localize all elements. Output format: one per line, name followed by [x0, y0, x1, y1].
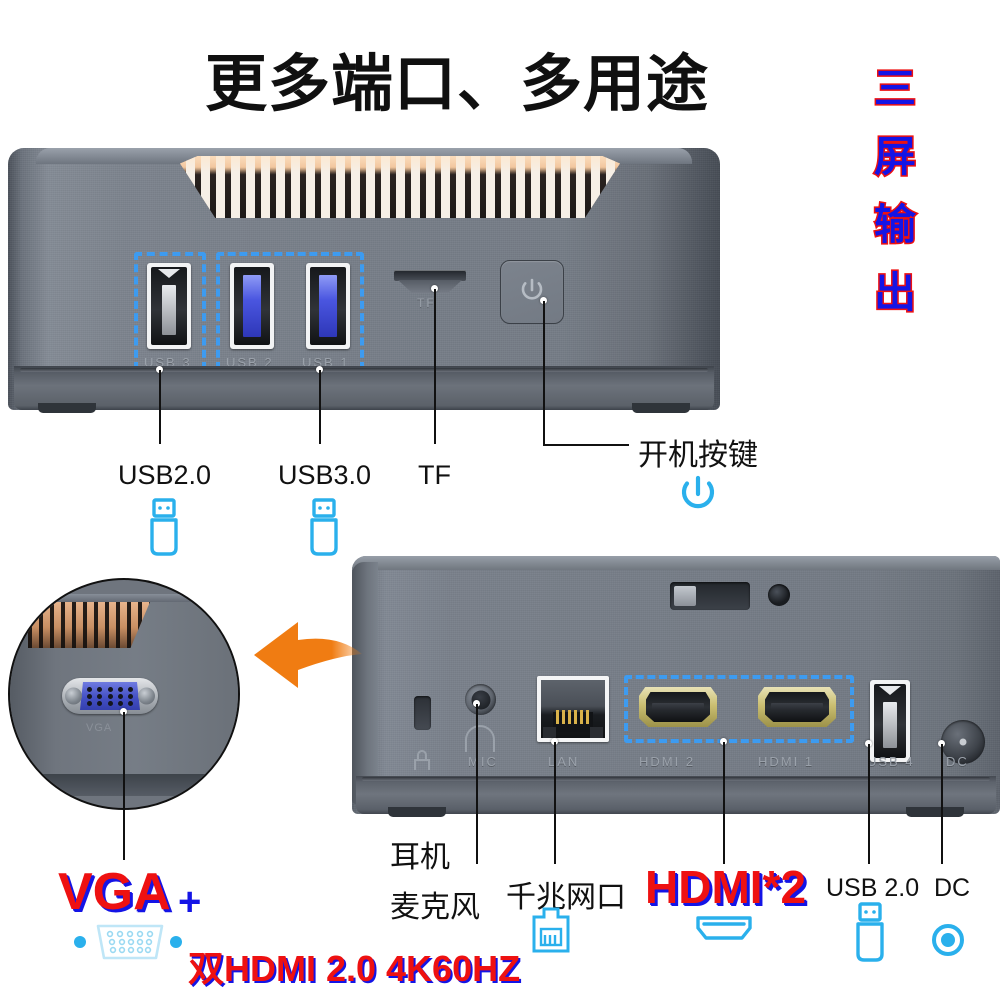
anchor-dot-lan — [551, 738, 558, 745]
callout-line-usb2 — [159, 370, 161, 444]
vertical-char-3: 输 — [872, 200, 917, 250]
power-button[interactable] — [500, 260, 564, 324]
front-foot-left — [38, 403, 96, 413]
anchor-dot-dc — [938, 740, 945, 747]
lock-icon — [408, 748, 436, 772]
vga-subtitle: 双HDMI 2.0 4K60HZ — [188, 948, 521, 989]
callout-line-power-v — [543, 301, 545, 445]
mode-switch[interactable] — [670, 582, 750, 610]
vga-title: VGA — [58, 863, 171, 921]
hdmi-port-2 — [639, 687, 717, 727]
rj45-icon — [528, 905, 574, 957]
front-base — [14, 366, 714, 410]
silk-hdmi-1: HDMI 1 — [758, 754, 815, 769]
callout-line-mic — [476, 704, 478, 864]
anchor-dot-usb2 — [156, 366, 163, 373]
callout-label-usb4: USB 2.0 — [826, 874, 920, 902]
page-title: 更多端口、多用途 — [205, 50, 710, 119]
anchor-dot-vga — [120, 708, 127, 715]
vertical-tagline: 三 屏 输 出 — [860, 55, 930, 327]
dc-power-jack — [941, 720, 985, 764]
callout-line-usb3 — [319, 370, 321, 444]
silk-vga: VGA — [86, 722, 113, 734]
vertical-char-1: 三 — [872, 63, 917, 113]
audio-jack — [465, 684, 496, 715]
silk-hdmi-2: HDMI 2 — [639, 754, 696, 769]
zoom-arrow-icon — [252, 612, 364, 698]
tf-card-slot — [394, 270, 466, 294]
highlight-box-hdmi — [624, 675, 854, 743]
vga-icon — [70, 918, 186, 966]
callout-label-hdmi: HDMI*2 — [645, 861, 807, 913]
reset-hole[interactable] — [768, 584, 790, 606]
lan-port — [537, 676, 609, 742]
silk-dc: DC — [946, 754, 969, 769]
anchor-dot-hdmi — [720, 738, 727, 745]
silk-tf: TF — [417, 296, 436, 310]
vent-grille — [180, 156, 620, 218]
usb-icon-usb2 — [143, 498, 185, 556]
highlight-box-usb3 — [216, 252, 364, 370]
callout-label-tf: TF — [418, 460, 451, 490]
silk-lan: LAN — [548, 754, 580, 769]
rear-foot-right — [906, 807, 964, 817]
callout-label-power: 开机按键 — [638, 439, 758, 472]
anchor-dot-tf — [431, 285, 438, 292]
rear-device-photo: MIC LAN HDMI 2 HDMI 1 USB 4 DC — [352, 556, 1000, 817]
callout-line-lan — [554, 742, 556, 864]
callout-label-headphone: 耳机 — [390, 841, 450, 874]
anchor-dot-mic — [473, 700, 480, 707]
hdmi-port-1 — [758, 687, 836, 727]
vga-port — [62, 678, 158, 714]
callout-label-dc: DC — [934, 874, 971, 902]
callout-label-lan: 千兆网口 — [506, 881, 626, 914]
anchor-dot-usb4 — [865, 740, 872, 747]
callout-line-hdmi — [723, 742, 725, 864]
rear-top-edge — [352, 556, 1000, 570]
rear-left-edge — [352, 562, 378, 804]
callout-line-tf — [434, 289, 436, 444]
headphone-icon — [460, 724, 500, 754]
front-device-photo: USB 3 USB 2 USB 1 TF — [8, 148, 720, 413]
callout-label-microphone: 麦克风 — [390, 891, 480, 924]
power-icon — [517, 275, 547, 305]
callout-line-dc — [941, 744, 943, 864]
highlight-box-usb2 — [134, 252, 206, 370]
usb-icon-usb3 — [303, 498, 345, 556]
kensington-lock-slot — [414, 696, 431, 730]
anchor-dot-power — [540, 297, 547, 304]
usb-port-1 — [306, 263, 350, 349]
plus-symbol: + — [178, 880, 202, 924]
callout-line-power-h — [543, 444, 629, 446]
vertical-char-4: 出 — [872, 268, 917, 318]
callout-line-usb4 — [868, 744, 870, 864]
usb-port-4 — [870, 680, 910, 762]
front-foot-right — [632, 403, 690, 413]
front-base-seam — [20, 368, 708, 372]
usb-port-2 — [230, 263, 274, 349]
dc-icon — [928, 920, 968, 960]
silk-usb-4: USB 4 — [867, 754, 915, 769]
anchor-dot-usb3 — [316, 366, 323, 373]
silk-mic: MIC — [468, 754, 498, 769]
callout-line-vga — [123, 712, 125, 860]
rear-base-seam — [362, 777, 990, 781]
hdmi-icon — [690, 912, 758, 946]
usb-port-3 — [147, 263, 191, 349]
callout-label-usb3: USB3.0 — [278, 460, 372, 490]
callout-label-usb2: USB2.0 — [118, 460, 212, 490]
rear-base — [356, 776, 996, 814]
power-icon-callout — [675, 472, 721, 520]
rear-foot-left — [388, 807, 446, 817]
usb-icon-rear — [849, 902, 891, 964]
vertical-char-2: 屏 — [872, 132, 917, 182]
